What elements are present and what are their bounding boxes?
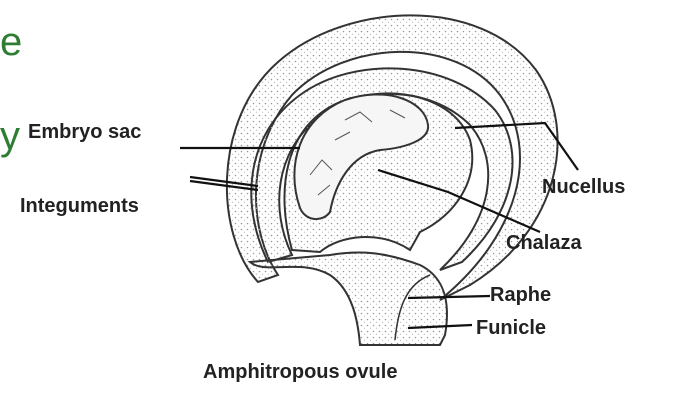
- diagram-caption: Amphitropous ovule: [203, 362, 397, 382]
- label-integuments: Integuments: [20, 196, 139, 216]
- label-chalaza: Chalaza: [506, 233, 582, 253]
- label-raphe: Raphe: [490, 285, 551, 305]
- label-nucellus: Nucellus: [542, 177, 625, 197]
- label-embryo-sac: Embryo sac: [28, 122, 141, 142]
- label-funicle: Funicle: [476, 318, 546, 338]
